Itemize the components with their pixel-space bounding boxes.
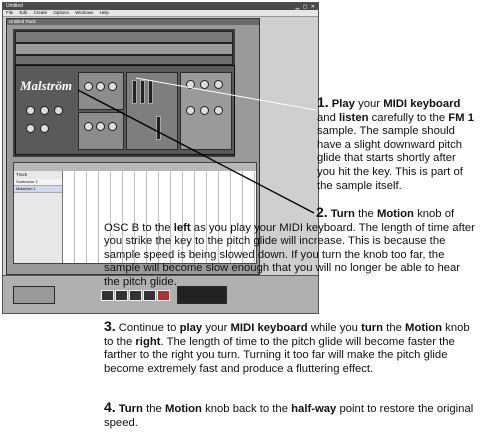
track-row[interactable]: Subtractor 1 xyxy=(14,179,62,186)
rack-mixer xyxy=(15,31,233,43)
motion-knob[interactable] xyxy=(84,122,93,131)
window-controls: ▁ ▢ ✕ xyxy=(295,4,316,10)
step-text-bold: MIDI keyboard xyxy=(383,98,461,110)
menu-file[interactable]: File xyxy=(6,10,14,15)
step-text: the xyxy=(142,403,165,415)
step-text-bold: turn xyxy=(361,322,384,334)
step-text-bold: Turn xyxy=(330,208,355,220)
track-name: Subtractor 1 xyxy=(16,179,38,184)
doc-title: Untitled Rack xyxy=(7,19,259,25)
knob[interactable] xyxy=(200,80,209,89)
menu-windows[interactable]: Windows xyxy=(75,10,94,15)
window-titlebar: Untitled ▁ ▢ ✕ xyxy=(3,3,318,10)
slider[interactable] xyxy=(140,80,145,104)
step-text-bold: listen xyxy=(339,111,369,124)
spacer xyxy=(0,0,1,1)
knob[interactable] xyxy=(54,106,63,115)
malstrom-device: Malström xyxy=(15,65,235,155)
step-text: as you play your MIDI keyboard. The leng… xyxy=(104,221,475,288)
menu-options[interactable]: Options xyxy=(53,10,69,15)
rack-device xyxy=(15,55,233,65)
position-display xyxy=(177,286,227,304)
step-text: the xyxy=(383,322,406,334)
track-list: Track Subtractor 1 Malström 1 xyxy=(14,171,63,263)
play-button[interactable] xyxy=(143,290,156,301)
knob[interactable] xyxy=(200,106,209,115)
menubar: File Edit Create Options Windows Help xyxy=(3,10,318,17)
index-knob[interactable] xyxy=(108,122,117,131)
step-text: your xyxy=(354,98,384,110)
step-2-text: 2.Turn the Motion knob of OSC B to the l… xyxy=(104,204,476,290)
cpu-panel xyxy=(13,286,55,304)
step-text-bold: MIDI keyboard xyxy=(230,322,308,334)
step-text: point to restore the original speed. xyxy=(104,403,474,429)
slider[interactable] xyxy=(156,116,161,140)
step-number: 2. xyxy=(316,204,328,220)
step-number: 3. xyxy=(104,318,116,334)
step-text-bold: FM 1 xyxy=(448,111,474,124)
step-text-bold: play xyxy=(179,322,203,334)
slider[interactable] xyxy=(132,80,137,104)
malstrom-logo: Malström xyxy=(20,78,73,93)
knob[interactable] xyxy=(186,106,195,115)
track-name: Malström 1 xyxy=(16,186,36,191)
step-text-bold: Motion xyxy=(164,403,202,415)
knob[interactable] xyxy=(214,106,223,115)
stop-button[interactable] xyxy=(129,290,142,301)
knob[interactable] xyxy=(108,82,117,91)
step-text: knob to the xyxy=(104,322,470,348)
knob[interactable] xyxy=(40,124,49,133)
knob[interactable] xyxy=(40,106,49,115)
transport-panel xyxy=(3,275,318,313)
step-text: knob of OSC B to the xyxy=(104,208,455,234)
track-row[interactable]: Malström 1 xyxy=(14,186,62,193)
knob[interactable] xyxy=(96,82,105,91)
step-text: carefully to the xyxy=(368,111,449,124)
knob[interactable] xyxy=(26,106,35,115)
step-text: while you xyxy=(307,322,362,334)
slider[interactable] xyxy=(148,80,153,104)
step-text-bold: Turn xyxy=(118,403,143,415)
knob[interactable] xyxy=(26,124,35,133)
step-text-bold: Motion xyxy=(405,322,443,334)
menu-help[interactable]: Help xyxy=(99,10,109,15)
step-number: 4. xyxy=(104,399,116,415)
step-text-bold: right xyxy=(135,335,161,348)
step-text-bold: Motion xyxy=(376,208,414,220)
device-rack: Malström xyxy=(13,29,235,157)
step-number: 1. xyxy=(317,94,329,110)
knob[interactable] xyxy=(84,82,93,91)
fast-forward-button[interactable] xyxy=(115,290,128,301)
step-4: 4.Turn the Motion knob back to the half-… xyxy=(104,399,476,430)
step-text: the xyxy=(354,208,377,220)
window-title: Untitled xyxy=(6,3,23,9)
step-text: knob back to the xyxy=(201,403,292,415)
shift-knob[interactable] xyxy=(96,122,105,131)
menu-create[interactable]: Create xyxy=(33,10,48,15)
knob[interactable] xyxy=(214,80,223,89)
osc-a-panel xyxy=(78,72,124,110)
track-header: Track xyxy=(16,172,28,177)
step-text: your xyxy=(202,322,231,334)
step-1: 1.Play your MIDI keyboard and listen car… xyxy=(317,94,477,193)
osc-b-panel xyxy=(78,112,124,150)
step-text-bold: half-way xyxy=(291,403,337,415)
menu-edit[interactable]: Edit xyxy=(19,10,28,15)
step-text: Continue to xyxy=(118,322,180,334)
step-3: 3.Continue to play your MIDI keyboard wh… xyxy=(104,318,476,376)
knob[interactable] xyxy=(186,80,195,89)
step-text-bold: Play xyxy=(331,98,355,110)
rack-device xyxy=(15,43,233,55)
step-text: and xyxy=(317,111,339,124)
rewind-button[interactable] xyxy=(101,290,114,301)
step-text: sample. The sample should have a slight … xyxy=(317,125,463,192)
step-text: . The length of time to the pitch glide … xyxy=(104,335,455,375)
step-text-bold: left xyxy=(173,221,191,234)
record-button[interactable] xyxy=(157,290,170,301)
